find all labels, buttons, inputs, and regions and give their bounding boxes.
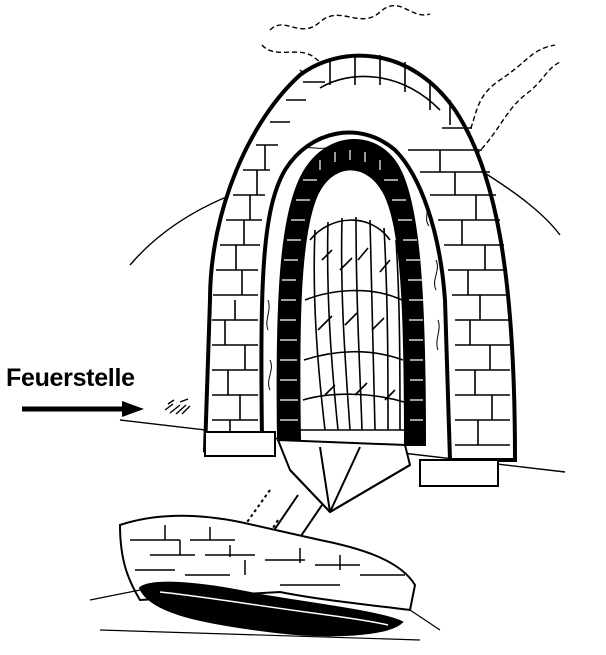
outer-stone-wall bbox=[202, 53, 518, 462]
kindling bbox=[164, 398, 191, 415]
fire-pit bbox=[89, 514, 441, 641]
fireplace-label: Feuerstelle bbox=[6, 364, 135, 392]
fireplace-arrow bbox=[22, 401, 144, 417]
firing-chamber-contents bbox=[300, 216, 405, 431]
inner-brick-lining bbox=[276, 139, 427, 446]
kiln-base-blocks bbox=[204, 431, 499, 514]
